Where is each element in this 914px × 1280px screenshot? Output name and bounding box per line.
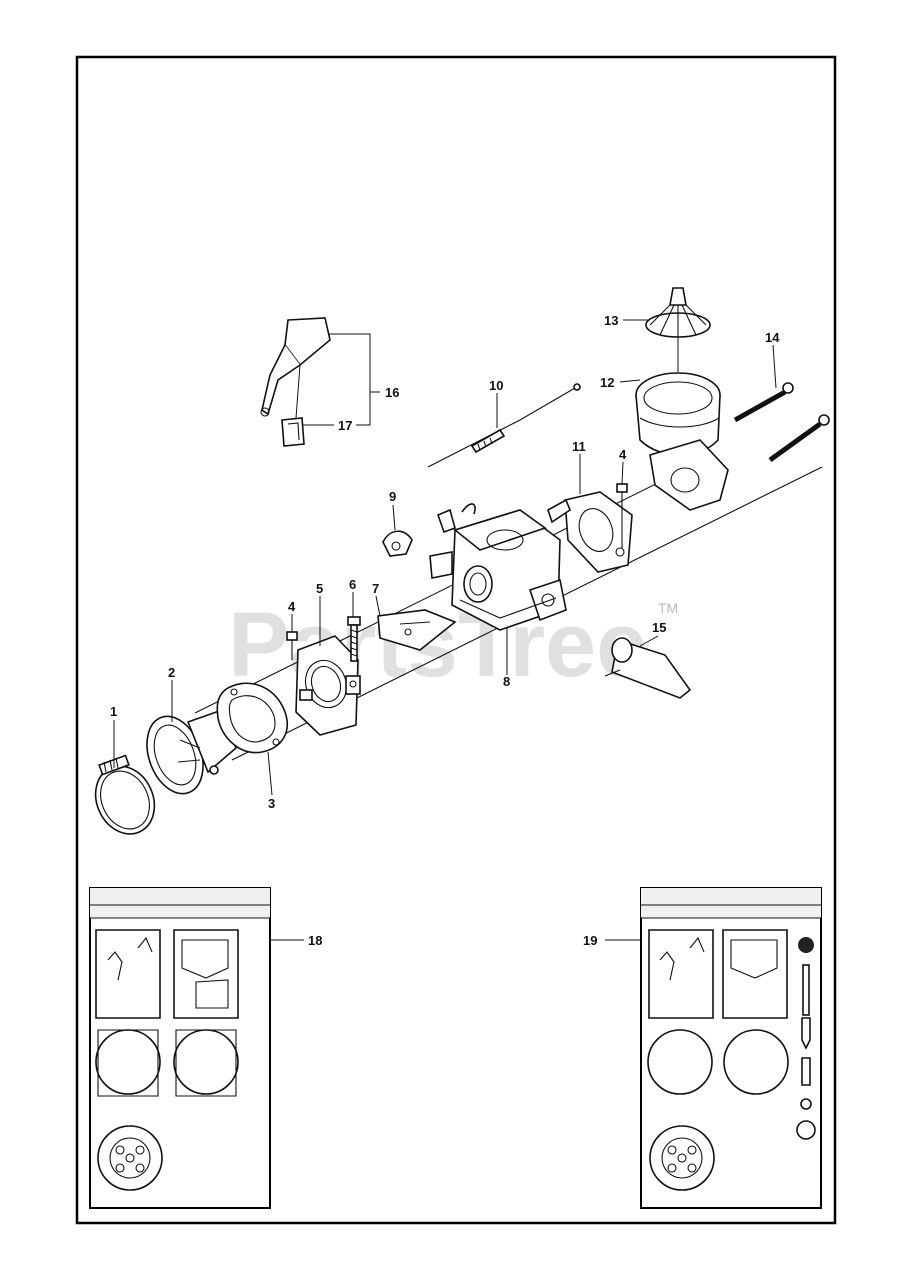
callout-18: 18 xyxy=(308,933,322,948)
callout-16: 16 xyxy=(385,385,399,400)
part-trigger-clip[interactable] xyxy=(281,417,305,447)
part-long-bolt-upper[interactable] xyxy=(733,382,794,423)
callout-19: 19 xyxy=(583,933,597,948)
callout-4-right: 4 xyxy=(619,447,627,462)
callout-7: 7 xyxy=(372,581,379,596)
part-hose-clamp[interactable] xyxy=(85,754,165,844)
callout-13: 13 xyxy=(604,313,618,328)
callout-labels: 1 2 3 4 4 5 6 7 8 9 10 11 12 13 14 15 16… xyxy=(110,313,780,948)
callout-11: 11 xyxy=(572,439,586,454)
watermark-tm: TM xyxy=(658,600,678,616)
part-small-clip[interactable] xyxy=(382,530,413,557)
leader-lines xyxy=(113,319,777,941)
callout-1: 1 xyxy=(110,704,117,719)
gasket-kit-18[interactable] xyxy=(89,887,271,1209)
part-gasket[interactable] xyxy=(216,682,288,754)
callout-15: 15 xyxy=(652,620,666,635)
part-long-screw[interactable] xyxy=(347,616,361,662)
callout-6: 6 xyxy=(349,577,356,592)
diagram-frame xyxy=(75,55,837,1225)
callout-17: 17 xyxy=(338,418,352,433)
part-throttle-cable[interactable] xyxy=(427,383,581,468)
part-filter-housing[interactable] xyxy=(635,372,729,511)
part-adapter-flange[interactable] xyxy=(295,635,361,736)
part-throttle-trigger[interactable] xyxy=(260,317,331,417)
part-tube[interactable] xyxy=(604,637,692,699)
callout-5: 5 xyxy=(316,581,323,596)
callout-10: 10 xyxy=(489,378,503,393)
callout-9: 9 xyxy=(389,489,396,504)
callout-14: 14 xyxy=(765,330,780,345)
callout-4-left: 4 xyxy=(288,599,296,614)
callout-12: 12 xyxy=(600,375,614,390)
part-bracket-plate[interactable] xyxy=(377,609,457,651)
part-long-bolt-lower[interactable] xyxy=(768,414,830,463)
callout-2: 2 xyxy=(168,665,175,680)
part-filter-cap[interactable] xyxy=(645,287,711,338)
callout-3: 3 xyxy=(268,796,275,811)
part-carburetor[interactable] xyxy=(429,503,567,631)
gasket-kit-19[interactable] xyxy=(640,887,822,1209)
callout-8: 8 xyxy=(503,674,510,689)
part-bracket[interactable] xyxy=(547,491,633,573)
